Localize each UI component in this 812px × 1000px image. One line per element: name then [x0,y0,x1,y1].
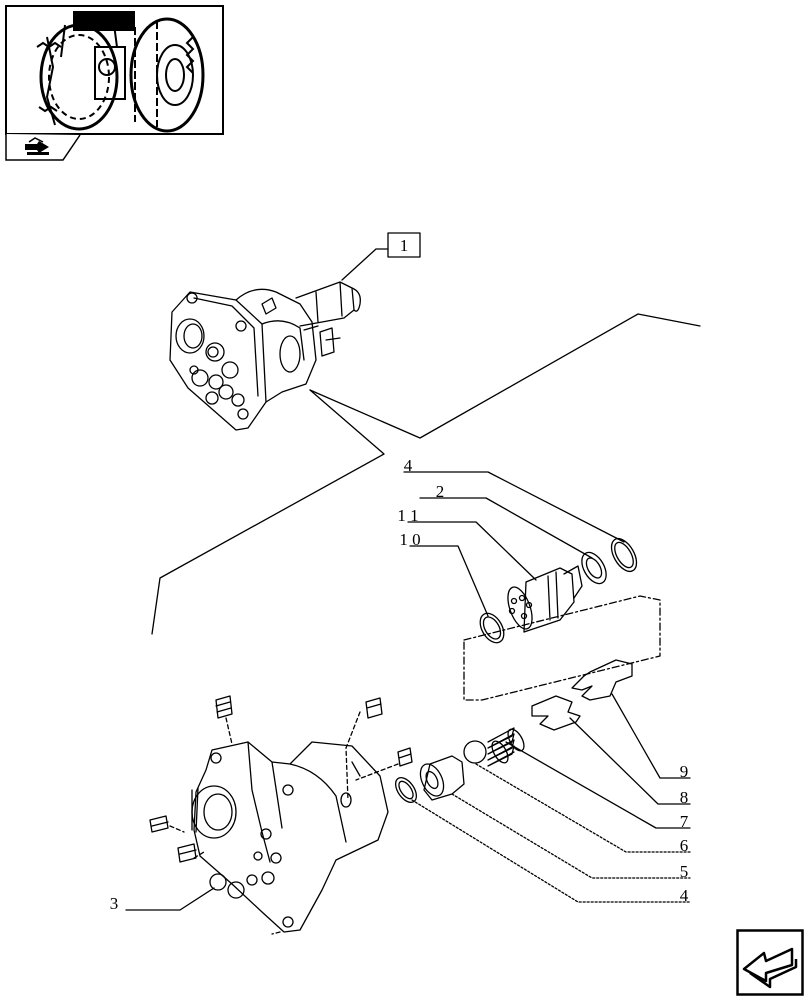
callout-3: 3 [110,894,119,913]
pump-body [191,741,389,933]
callout-2: 2 [436,482,445,501]
callout-10: 1 0 [399,530,420,549]
tractor-thumbnail-drawing [36,11,205,133]
callout-1: 1 [400,236,409,255]
callout-4-bottom: 4 [680,886,689,905]
set-screws [149,695,413,863]
callout-6: 6 [680,836,689,855]
section-line-lower [151,389,385,635]
leader-lines [125,471,691,911]
callout-4-top: 4 [404,456,413,475]
next-page-arrow-icon[interactable] [736,929,804,996]
callout-box-1 [387,232,421,258]
tractor-thumbnail [5,5,224,135]
leader-1 [341,248,389,281]
pump-assembly [169,281,361,431]
callout-5: 5 [680,862,689,881]
callout-8: 8 [680,788,689,807]
callout-11: 1 1 [397,506,418,525]
manual-section-tab[interactable] [5,134,81,161]
callout-9: 9 [680,762,689,781]
callout-7: 7 [680,812,689,831]
section-line-upper [309,313,701,439]
assembly-lines [169,711,399,935]
manual-section-icon [25,137,49,155]
